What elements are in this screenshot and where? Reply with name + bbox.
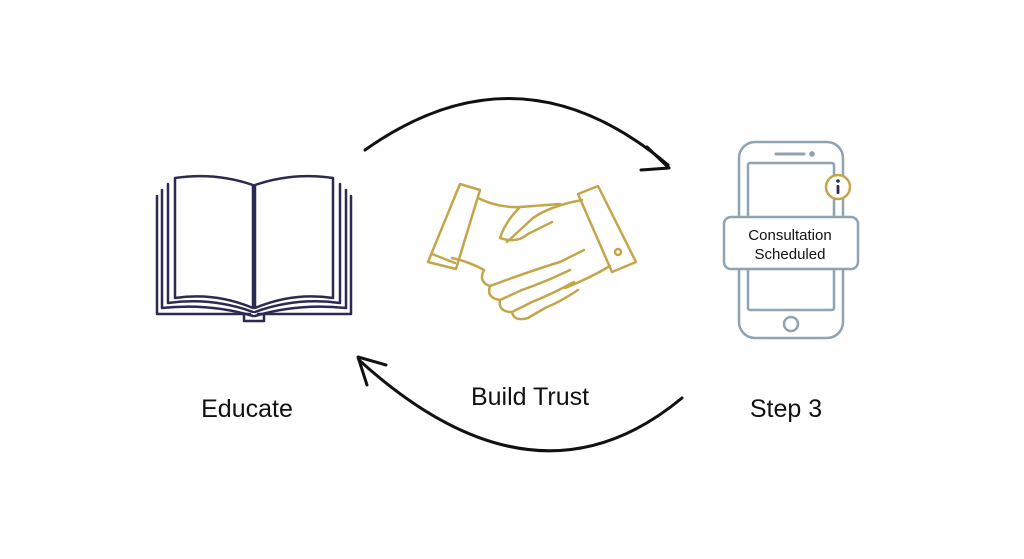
notification-bubble-text: Consultation Scheduled	[748, 226, 831, 264]
info-icon	[824, 173, 852, 201]
bottom-cycle-arrow	[356, 355, 684, 453]
bubble-line-2: Scheduled	[754, 246, 826, 263]
top-cycle-arrow	[363, 97, 671, 172]
step-label-step-3: Step 3	[749, 395, 823, 423]
open-book-icon	[155, 174, 353, 323]
step-label-build-trust: Build Trust	[470, 383, 590, 411]
bubble-line-1: Consultation	[748, 227, 832, 244]
handshake-icon	[426, 182, 638, 321]
step-label-educate: Educate	[201, 395, 293, 423]
notification-bubble	[722, 215, 860, 271]
